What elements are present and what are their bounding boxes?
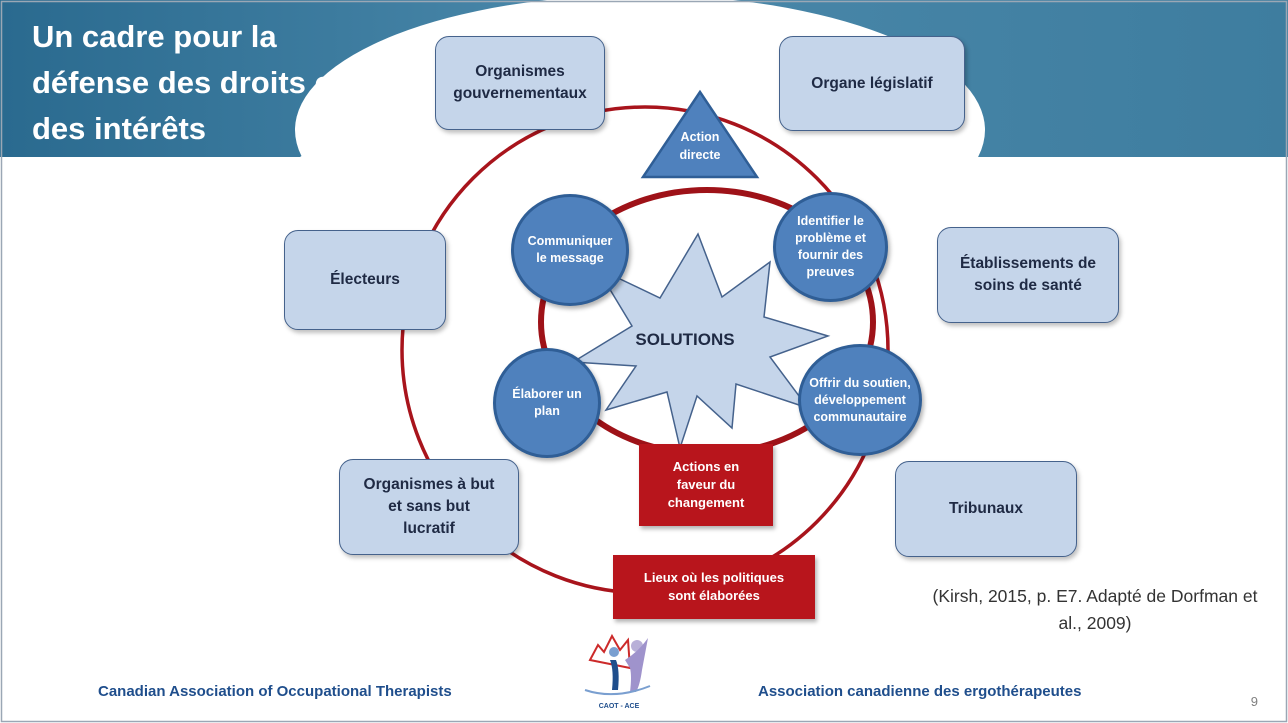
box-legislative-body: Organe législatif	[779, 36, 965, 131]
direct-action-triangle	[640, 89, 760, 179]
box-nonprofit-organizations: Organismes à but et sans but lucratif	[339, 459, 519, 555]
citation: (Kirsh, 2015, p. E7. Adapté de Dorfman e…	[932, 586, 1258, 633]
node-offer-support: Offrir du soutien, développement communa…	[798, 344, 922, 456]
box-health-facilities: Établissements de soins de santé	[937, 227, 1119, 323]
solutions-star	[570, 232, 831, 451]
node-communicate-message: Communiquer le message	[511, 194, 629, 306]
node-identify-problem: Identifier le problème et fournir des pr…	[773, 192, 888, 302]
change-actions-box: Actions en faveur du changement	[639, 444, 773, 526]
box-government-agencies: Organismes gouvernementaux	[435, 36, 605, 130]
node-develop-plan: Élaborer un plan	[493, 348, 601, 458]
footer-left: Canadian Association of Occupational The…	[98, 683, 452, 700]
title-line-1: Un cadre pour la	[32, 19, 277, 54]
slide-title: Un cadre pour la défense des droits et d…	[32, 14, 392, 152]
solutions-label: SOLUTIONS	[635, 330, 735, 349]
footer-right: Association canadienne des ergothérapeut…	[758, 683, 1082, 700]
policy-places-box: Lieux où les politiques sont élaborées	[613, 555, 815, 619]
box-voters: Électeurs	[284, 230, 446, 330]
page-number: 9	[1250, 694, 1258, 709]
direct-action-label: Action directe	[679, 130, 721, 162]
title-line-2: défense des droits et	[32, 65, 343, 100]
box-courts: Tribunaux	[895, 461, 1077, 557]
title-line-3: des intérêts	[32, 111, 207, 146]
logo-text: CAOT - ACE	[598, 703, 640, 710]
caot-logo	[584, 633, 651, 696]
